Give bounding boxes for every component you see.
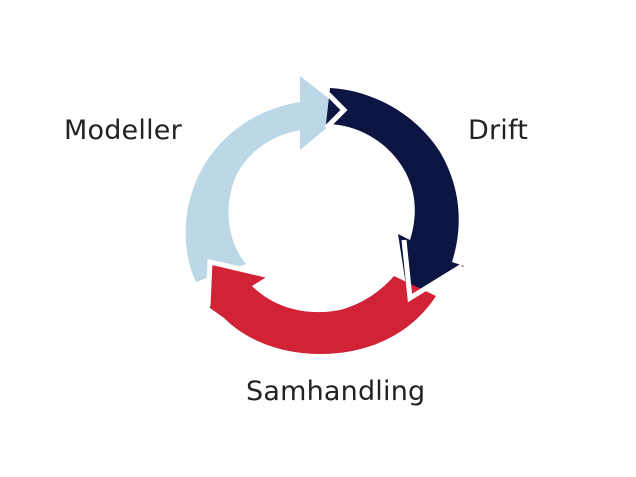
gap-right bbox=[401, 239, 464, 303]
gap-left bbox=[205, 258, 271, 307]
arrow-red bbox=[208, 262, 436, 354]
gap-top bbox=[322, 88, 348, 130]
label-samhandling: Samhandling bbox=[246, 376, 426, 407]
arrow-light-blue bbox=[185, 76, 346, 282]
label-modeller: Modeller bbox=[64, 115, 182, 146]
label-drift: Drift bbox=[468, 115, 529, 146]
arrow-navy bbox=[326, 88, 464, 298]
